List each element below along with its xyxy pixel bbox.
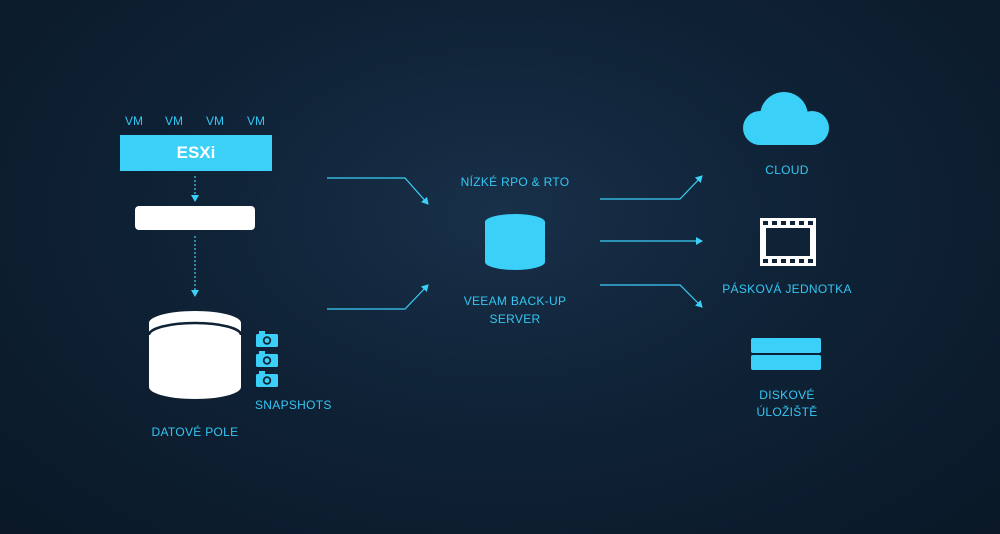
database-icon <box>484 214 546 270</box>
disk-label-line1: DISKOVÉ <box>759 388 815 402</box>
esxi-label: ESXi <box>176 143 216 162</box>
server-label-line2: SERVER <box>489 312 541 326</box>
camera-icon <box>256 371 278 387</box>
snapshots-label: SNAPSHOTS <box>255 398 332 412</box>
camera-icon <box>256 351 278 367</box>
disk-bar <box>751 355 821 370</box>
cloud-icon <box>743 92 829 145</box>
tape-label: PÁSKOVÁ JEDNOTKA <box>722 282 852 296</box>
cloud-label: CLOUD <box>765 163 809 177</box>
storage-adapter-bar <box>135 206 255 230</box>
array-label: DATOVÉ POLE <box>151 425 239 439</box>
database-icon <box>147 311 243 399</box>
vm-label: VM <box>247 114 265 128</box>
vm-label: VM <box>165 114 183 128</box>
arrow-array-to-server <box>327 284 429 310</box>
camera-icon <box>256 331 278 347</box>
arrow-esxi-to-server <box>327 177 429 205</box>
film-tape-icon <box>760 218 816 266</box>
disk-label-line2: ÚLOŽIŠTĚ <box>756 405 818 419</box>
rpo-rto-label: NÍZKÉ RPO & RTO <box>460 175 570 189</box>
disk-bar <box>751 338 821 353</box>
arrow-server-to-cloud <box>600 175 703 200</box>
vm-label: VM <box>125 114 143 128</box>
vm-label: VM <box>206 114 224 128</box>
esxi-host-box: ESXi <box>120 135 272 171</box>
arrow-server-to-disk <box>600 284 703 308</box>
server-label-line1: VEEAM BACK-UP <box>463 294 567 308</box>
